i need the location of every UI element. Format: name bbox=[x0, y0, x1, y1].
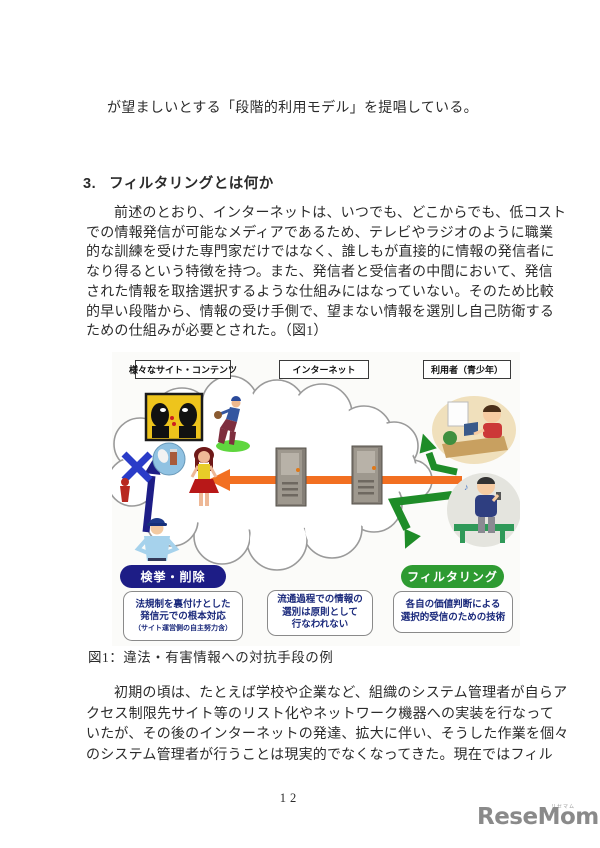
text-line: 選別は原則として bbox=[282, 606, 358, 618]
label-users: 利用者（青少年） bbox=[423, 360, 511, 379]
navy-enforcement-arrow bbox=[142, 457, 161, 533]
label-internet: インターネット bbox=[279, 360, 369, 379]
pill-filtering: フィルタリング bbox=[401, 565, 504, 588]
diagram-artwork: ♪ bbox=[112, 375, 520, 571]
text-line: 行なわれない bbox=[291, 619, 349, 631]
text-line: での情報発信が可能なメディアであるため、テレビやラジオのように職業 bbox=[86, 225, 554, 241]
text-line: 初期の頃は、たとえば学校や企業など、組織のシステム管理者が自らア bbox=[114, 686, 568, 701]
blocked-content-icon bbox=[152, 442, 186, 476]
green-arrow-up bbox=[419, 433, 458, 476]
page-number: 12 bbox=[279, 791, 301, 805]
section-title: フィルタリングとは何か bbox=[109, 176, 274, 192]
text-line: 発信元での根本対応 bbox=[140, 611, 226, 623]
x-mark-icon bbox=[121, 451, 153, 483]
text-line: 前述のとおり、インターネットは、いつでも、どこからでも、低コスト bbox=[114, 206, 567, 221]
text-line: いたが、その後のインターネットの発達、拡大に伴い、そうした作業を個々 bbox=[86, 727, 569, 742]
svg-text:♪: ♪ bbox=[464, 482, 469, 492]
intro-line: が望ましいとする「段階的利用モデル」を提唱している。 bbox=[107, 101, 478, 116]
note-filtering: 各自の価値判断による選択的受信のための技術 bbox=[393, 591, 513, 633]
note-enforcement: 法規制を裏付けとした発信元での根本対応（サイト運営側の自主努力含） bbox=[123, 591, 243, 641]
logo-ruby-text: リセマム bbox=[550, 804, 575, 810]
text-line: 法規制を裏付けとした bbox=[135, 598, 231, 610]
green-arrow-down bbox=[387, 491, 453, 549]
section-heading: 3. フィルタリングとは何か bbox=[83, 172, 274, 193]
boy-at-computer-icon bbox=[432, 396, 516, 464]
text-line: のシステム管理者が行うことは現実的でなくなってきた。現在ではフィル bbox=[86, 747, 553, 763]
pill-enforcement: 検挙・削除 bbox=[120, 565, 226, 588]
server-icon-right bbox=[351, 445, 383, 505]
paragraph-2: 初期の頃は、たとえば学校や企業など、組織のシステム管理者が自らアクセス制限先サイ… bbox=[86, 684, 569, 766]
red-person-icon bbox=[120, 478, 130, 502]
figure1-diagram: ♪ 様々なサイト・コンテンツ インターネット 利用者（青少年） 検挙・削除 法規… bbox=[112, 352, 520, 646]
resemom-logo: リセマム ReseMom. bbox=[477, 804, 600, 844]
text-line: クセス制限先サイト等のリスト化やネットワーク機器への実装を行なって bbox=[86, 706, 554, 722]
boy-with-phone-icon: ♪ bbox=[447, 473, 520, 547]
server-icon-left bbox=[275, 447, 307, 507]
baseball-pitcher-icon bbox=[214, 396, 250, 452]
note-distribution: 流通過程での情報の選別は原則として行なわれない bbox=[267, 590, 373, 636]
section-number: 3. bbox=[83, 176, 97, 192]
logo-text: ReseMom. bbox=[477, 804, 600, 830]
police-officer-icon bbox=[134, 518, 180, 561]
paragraph-1: 前述のとおり、インターネットは、いつでも、どこからでも、低コストでの情報発信が可… bbox=[86, 204, 567, 342]
text-line: 各自の価値判断による bbox=[405, 599, 501, 611]
label-sites: 様々なサイト・コンテンツ bbox=[129, 360, 237, 379]
text-line: 的早い段階から、情報の受け手側で、望まない情報を選別し自己防衛する bbox=[86, 304, 555, 320]
text-line: された情報を取捨選択するような仕組みにはなっていない。そのため比較 bbox=[86, 284, 554, 300]
text-line: 的な訓練を受けた専門家だけではなく、誰しもが直接的に情報の発信者に bbox=[86, 245, 555, 261]
figure-caption: 図1：違法・有害情報への対抗手段の例 bbox=[88, 650, 334, 665]
text-line: 選択的受信のための技術 bbox=[400, 612, 506, 623]
adult-site-icon bbox=[144, 392, 204, 442]
orange-flow-arrow bbox=[208, 469, 462, 491]
text-line: 流通過程での情報の bbox=[277, 594, 363, 606]
text-line: なり得るという特徴を持つ。また、発信者と受信者の中間において、発信 bbox=[86, 265, 553, 281]
text-line: （サイト運営側の自主努力含） bbox=[134, 624, 232, 632]
text-line: ための仕組みが必要とされた。（図1） bbox=[86, 324, 328, 340]
woman-figure-icon bbox=[189, 447, 219, 506]
